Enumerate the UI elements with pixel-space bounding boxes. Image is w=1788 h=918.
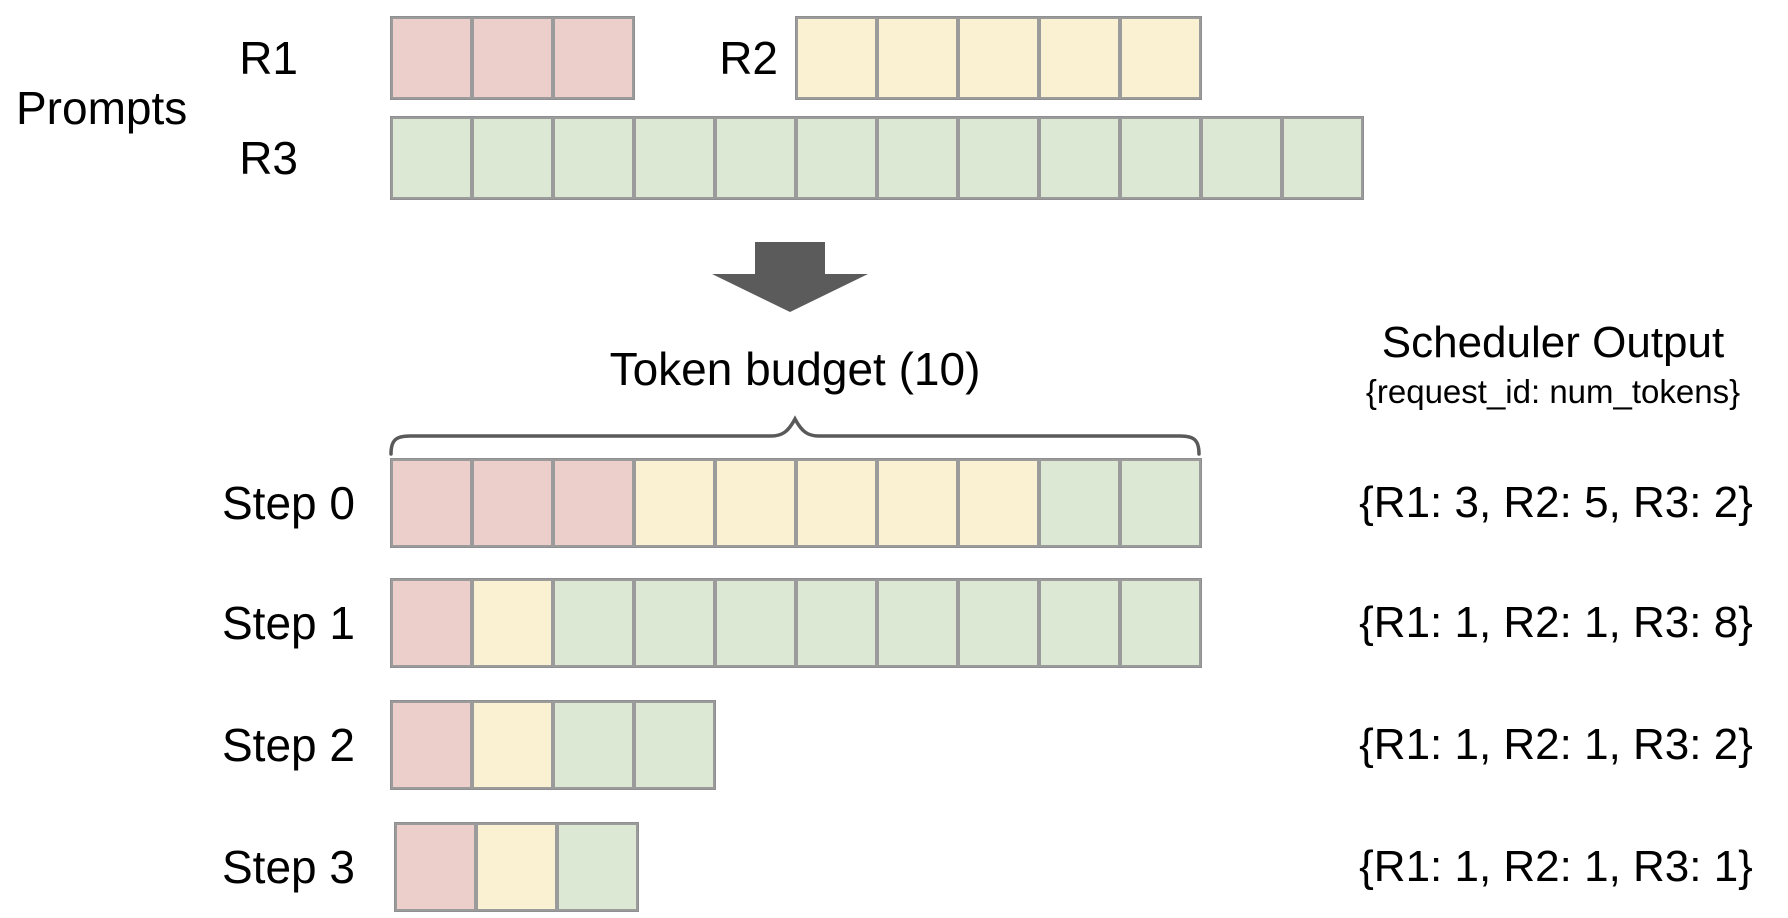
token-cell-r3 (1120, 117, 1201, 199)
token-cell-r3 (1039, 459, 1120, 547)
token-cell-r3 (1120, 459, 1201, 547)
token-cell-r2 (958, 17, 1039, 99)
token-cell-r2 (476, 823, 557, 911)
step-1-label: Step 1 (222, 597, 355, 649)
token-budget-brace (389, 415, 1201, 456)
token-cell-r1 (553, 17, 634, 99)
token-cell-r1 (395, 823, 476, 911)
step-0-cells (390, 458, 1202, 548)
token-cell-r1 (472, 17, 553, 99)
prompts-section-label: Prompts (16, 82, 188, 134)
step-3-output: {R1: 1, R2: 1, R3: 1} (1359, 842, 1753, 891)
step-1-cells (390, 578, 1202, 668)
token-cell-r3 (557, 823, 638, 911)
token-cell-r1 (553, 459, 634, 547)
token-cell-r3 (1039, 579, 1120, 667)
token-cell-r1 (391, 459, 472, 547)
token-cell-r3 (553, 701, 634, 789)
token-cell-r3 (553, 579, 634, 667)
step-1-output: {R1: 1, R2: 1, R3: 8} (1359, 598, 1753, 647)
step-0-output: {R1: 3, R2: 5, R3: 2} (1359, 478, 1753, 527)
token-cell-r3 (634, 701, 715, 789)
token-budget-label: Token budget (10) (609, 343, 981, 395)
token-cell-r3 (634, 117, 715, 199)
step-3-cells (394, 822, 639, 912)
token-cell-r3 (634, 579, 715, 667)
token-cell-r2 (877, 459, 958, 547)
prompt-row-r3-cells (390, 116, 1364, 200)
prompt-row-r2-label: R2 (719, 32, 778, 84)
token-cell-r2 (715, 459, 796, 547)
token-cell-r3 (1039, 117, 1120, 199)
token-cell-r3 (796, 579, 877, 667)
token-cell-r3 (958, 579, 1039, 667)
token-cell-r1 (391, 17, 472, 99)
token-cell-r3 (391, 117, 472, 199)
token-cell-r1 (391, 579, 472, 667)
prompt-row-r2-cells (795, 16, 1202, 100)
token-cell-r3 (877, 579, 958, 667)
token-cell-r3 (877, 117, 958, 199)
token-cell-r2 (472, 579, 553, 667)
token-cell-r1 (472, 459, 553, 547)
token-cell-r2 (1039, 17, 1120, 99)
step-3-label: Step 3 (222, 841, 355, 893)
token-cell-r2 (472, 701, 553, 789)
token-cell-r2 (796, 17, 877, 99)
token-cell-r3 (715, 579, 796, 667)
step-2-cells (390, 700, 716, 790)
token-cell-r2 (958, 459, 1039, 547)
step-0-label: Step 0 (222, 477, 355, 529)
token-cell-r3 (472, 117, 553, 199)
token-cell-r3 (1201, 117, 1282, 199)
scheduler-output-subtitle: {request_id: num_tokens} (1365, 373, 1741, 410)
token-cell-r2 (1120, 17, 1201, 99)
token-cell-r3 (796, 117, 877, 199)
token-cell-r2 (634, 459, 715, 547)
token-cell-r3 (553, 117, 634, 199)
step-2-label: Step 2 (222, 719, 355, 771)
token-cell-r3 (1120, 579, 1201, 667)
token-cell-r2 (796, 459, 877, 547)
token-cell-r3 (1282, 117, 1363, 199)
step-2-output: {R1: 1, R2: 1, R3: 2} (1359, 720, 1753, 769)
token-cell-r1 (391, 701, 472, 789)
prompt-row-r1-cells (390, 16, 635, 100)
prompt-row-r3-label: R3 (239, 132, 298, 184)
scheduler-output-title: Scheduler Output (1381, 318, 1725, 367)
token-cell-r3 (958, 117, 1039, 199)
token-cell-r2 (877, 17, 958, 99)
prompt-row-r1-label: R1 (239, 32, 298, 84)
down-arrow-icon (712, 242, 868, 312)
token-cell-r3 (715, 117, 796, 199)
